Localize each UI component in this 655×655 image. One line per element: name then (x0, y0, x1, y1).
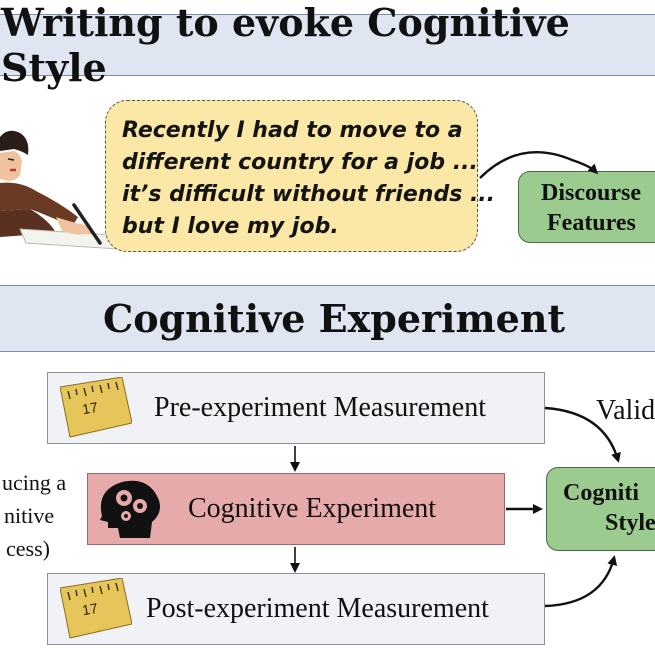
svg-text:17: 17 (81, 399, 99, 417)
post-measurement-label: Post-experiment Measurement (146, 593, 489, 624)
side-label-line: cess) (6, 536, 50, 561)
speech-bubble: Recently I had to move to a different co… (105, 100, 496, 252)
section-title-writing: Writing to evoke Cognitive Style (0, 0, 655, 90)
section-title-experiment: Cognitive Experiment (0, 285, 655, 352)
discourse-features-box: Discourse Features (518, 171, 655, 243)
pre-measurement-box: 17 Pre-experiment Measurement (47, 372, 545, 444)
pre-measurement-label: Pre-experiment Measurement (154, 392, 486, 423)
speech-line: it’s difficult without friends ... (122, 182, 496, 207)
side-label-line: ucing a (2, 470, 67, 495)
tape-measure-icon: 17 (60, 578, 132, 639)
tape-measure-icon: 17 (60, 377, 132, 438)
speech-line: different country for a job ... (122, 150, 478, 175)
writer-illustration (0, 130, 119, 250)
cognitive-style-box: Cogniti Style (546, 467, 655, 551)
side-label: ucing a nitive cess) (0, 466, 66, 565)
post-measurement-box: 17 Post-experiment Measurement (47, 573, 545, 645)
cognitive-experiment-label: Cognitive Experiment (188, 493, 437, 524)
cognitive-style-line: Style (605, 510, 655, 536)
brain-gears-icon (100, 480, 160, 538)
discourse-features-line: Features (547, 210, 636, 236)
validation-label: Valid (596, 395, 655, 426)
side-label-line: nitive (4, 503, 55, 528)
arrow-post-to-style (544, 555, 618, 608)
speech-line: but I love my job. (122, 214, 339, 239)
svg-text:17: 17 (81, 600, 99, 618)
speech-line: Recently I had to move to a (122, 118, 463, 143)
cognitive-experiment-box: Cognitive Experiment (87, 473, 505, 545)
discourse-features-line: Discourse (541, 180, 641, 206)
cognitive-style-line: Cogniti (563, 480, 640, 506)
